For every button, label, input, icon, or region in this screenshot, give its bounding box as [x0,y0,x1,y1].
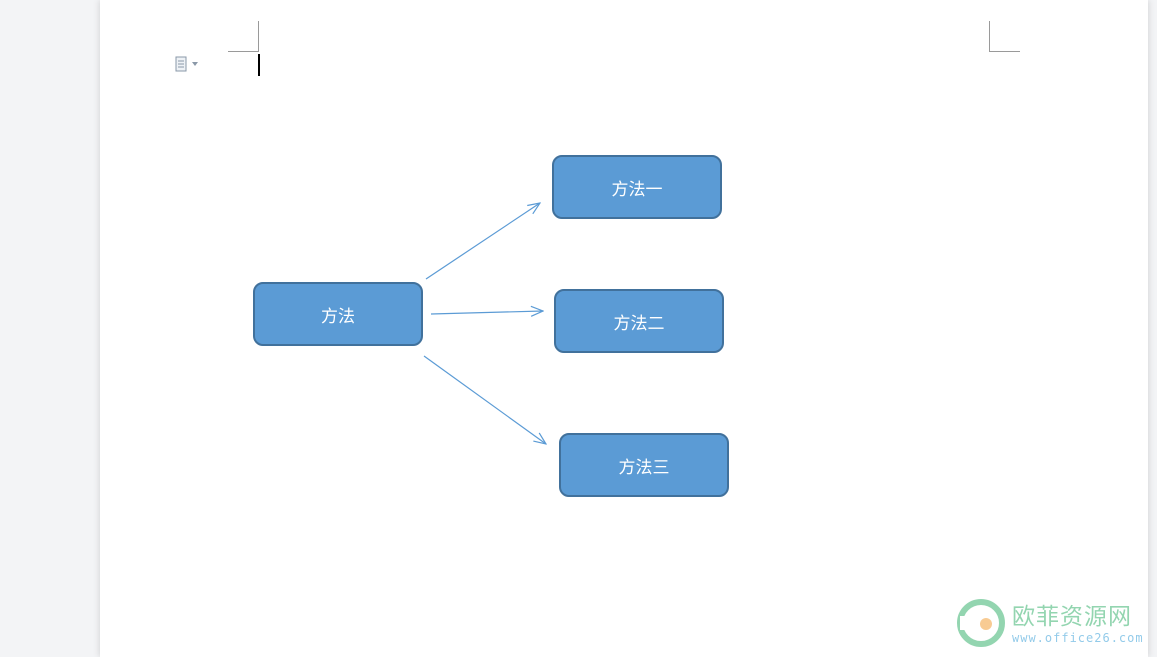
margin-marker-top-left [228,21,259,52]
diagram-node-method-three[interactable]: 方法三 [559,433,729,497]
node-label: 方法二 [613,313,665,334]
chevron-down-icon [192,62,198,66]
text-cursor [258,54,260,76]
arrow-to-method-two [430,311,543,314]
diagram-node-method-one[interactable]: 方法一 [552,155,722,219]
flow-connectors [423,0,1148,657]
watermark-title: 欧菲资源网 [1012,604,1132,630]
diagram-node-method-two[interactable]: 方法二 [554,289,724,353]
paste-options-button[interactable] [174,56,204,72]
watermark: 欧菲资源网 www.office26.com [956,598,1152,652]
node-label: 方法一 [611,179,663,200]
arrow-to-method-three [423,355,546,444]
arrow-to-method-one [425,203,540,280]
watermark-logo-icon [956,598,1006,652]
paste-options-icon [174,56,188,72]
margin-marker-top-right [989,21,1020,52]
node-label: 方法三 [618,457,670,478]
document-page[interactable]: 方法 方法一 方法二 方法三 [100,0,1148,657]
node-label: 方法 [321,306,355,327]
watermark-url: www.office26.com [1012,631,1144,645]
diagram-node-root[interactable]: 方法 [253,282,423,346]
